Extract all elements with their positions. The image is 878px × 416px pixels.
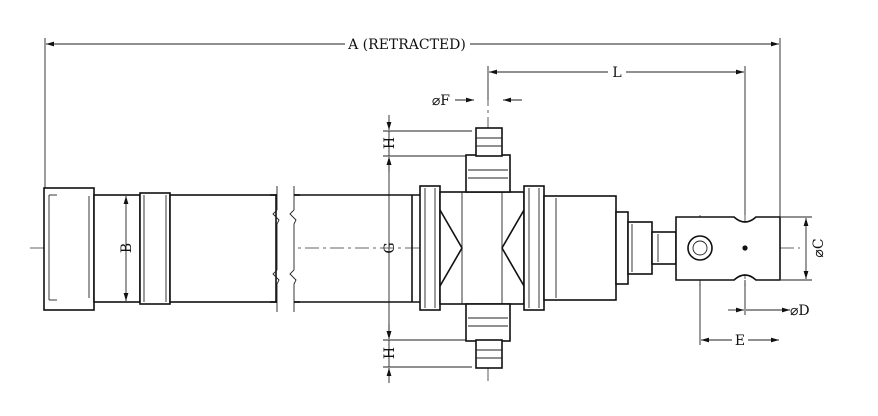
trunnion-housing (419, 185, 545, 311)
rod-eye (675, 216, 781, 281)
dimension-h-bottom-label: H (382, 347, 398, 359)
dimension-f-label: ⌀F (432, 93, 450, 109)
barrel-stage-1 (93, 192, 277, 305)
dimension-d-label: ⌀D (790, 303, 810, 319)
trunnion-bottom (465, 303, 511, 369)
dimension-l: L (487, 65, 746, 215)
dimension-c-label: ⌀C (811, 238, 827, 257)
break-symbol (270, 185, 300, 313)
dimension-h-top: H (382, 115, 472, 172)
dimension-a-label: A (RETRACTED) (347, 37, 466, 53)
barrel-stage-2 (294, 194, 420, 303)
end-cap (43, 187, 95, 311)
pin-hole-icon (687, 235, 713, 261)
dimension-b: B (119, 196, 135, 301)
grease-nipple-icon (742, 245, 748, 251)
dimension-c: ⌀C (781, 216, 827, 281)
dimension-a: A (RETRACTED) (44, 37, 781, 218)
dimension-e: E (701, 333, 779, 349)
dimension-b-label: B (119, 243, 135, 253)
dimension-h-top-label: H (382, 137, 398, 149)
dimension-h-bottom: H (382, 324, 472, 383)
dimension-l-label: L (612, 65, 621, 81)
dimension-e-label: E (735, 333, 745, 349)
trunnion-top (465, 127, 511, 193)
dimension-f: ⌀F (432, 93, 522, 109)
dimension-d: ⌀D (699, 280, 810, 345)
barrel-stage-3 (543, 195, 677, 301)
